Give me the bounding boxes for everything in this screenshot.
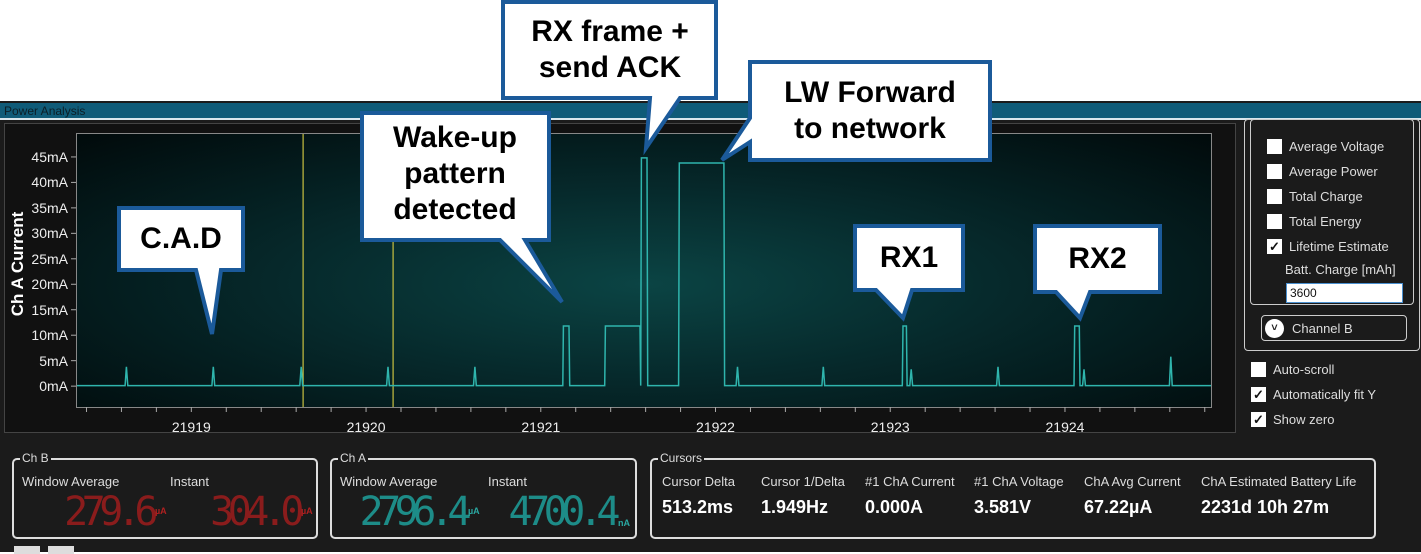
- check-icon[interactable]: ✓: [1267, 239, 1282, 254]
- ch-a-avg-label: Window Average: [340, 474, 438, 489]
- checkbox-average-voltage[interactable]: Average Voltage: [1267, 139, 1384, 154]
- checkbox-label: Automatically fit Y: [1273, 387, 1377, 402]
- cursor-inv-delta-value: 1.949Hz: [761, 497, 829, 517]
- y-tick-label: 40mA: [31, 174, 68, 191]
- ch-a-avg-unit: µA: [468, 506, 480, 516]
- cursors-panel: Cursors Cursor Delta 513.2ms Cursor 1/De…: [650, 450, 1376, 539]
- callout-rxframe: RX frame + send ACK: [531, 15, 689, 84]
- cursors-title: Cursors: [658, 450, 705, 466]
- checkbox-total-energy[interactable]: Total Energy: [1267, 214, 1361, 229]
- cha-current-value: 0.000A: [865, 497, 924, 517]
- x-tick-label: 21924: [1045, 419, 1085, 435]
- callout-cad-shape: [117, 206, 245, 335]
- checkbox-box[interactable]: [1267, 214, 1282, 229]
- channel-b-label: Channel B: [1292, 320, 1353, 336]
- y-tick-label: 20mA: [31, 276, 68, 293]
- ch-b-avg-value: 279.6: [64, 489, 158, 535]
- check-icon[interactable]: ✓: [1251, 387, 1266, 402]
- checkbox-label: Lifetime Estimate: [1289, 239, 1389, 254]
- settings-group-inner: [1250, 119, 1414, 305]
- ch-b-inst-label: Instant: [170, 474, 210, 489]
- y-tick-label: 10mA: [31, 327, 68, 344]
- ch-b-inst-unit: µA: [301, 506, 313, 516]
- y-tick-label: 25mA: [31, 250, 68, 267]
- y-tick-label: 45mA: [31, 148, 68, 165]
- y-tick-label: 15mA: [31, 301, 68, 318]
- plot-area[interactable]: [76, 133, 1212, 408]
- y-tick-label: 30mA: [31, 225, 68, 242]
- checkbox-total-charge[interactable]: Total Charge: [1267, 189, 1363, 204]
- ch-a-inst-unit: nA: [618, 518, 630, 528]
- x-tick-label: 21920: [346, 419, 386, 435]
- cursor-delta-value: 513.2ms: [662, 497, 734, 517]
- callout-rx1: RX1: [879, 241, 939, 274]
- battery-life-value: 2231d 10h 27m: [1201, 497, 1330, 517]
- callout-lwforward-shape: [720, 60, 992, 162]
- y-tick-label: 35mA: [31, 199, 68, 216]
- y-tick-label: 5mA: [39, 352, 68, 369]
- x-tick-label: 21921: [521, 419, 561, 435]
- callout-wakeup: Wake-up pattern detected: [393, 121, 517, 226]
- ch-a-avg-value: 2796.4: [359, 489, 472, 535]
- checkbox-label: Show zero: [1273, 412, 1335, 427]
- battery-life-label: ChA Estimated Battery Life: [1201, 474, 1357, 489]
- bottom-button-1[interactable]: [14, 546, 40, 554]
- cha-voltage-value: 3.581V: [974, 497, 1032, 517]
- x-tick-label: 21919: [171, 419, 211, 435]
- checkbox-box[interactable]: [1267, 139, 1282, 154]
- checkbox-box[interactable]: [1267, 189, 1282, 204]
- ch-a-inst-value: 4700.4: [508, 489, 621, 535]
- callout-rx2: RX2: [1068, 242, 1127, 275]
- ch-b-avg-label: Window Average: [22, 474, 120, 489]
- checkbox-label: Total Charge: [1289, 189, 1363, 204]
- callout-rx1-shape: [853, 224, 965, 322]
- callout-lwforward: LW Forward to network: [784, 76, 956, 145]
- batt-charge-input[interactable]: 3600: [1286, 283, 1403, 303]
- checkbox-auto-scroll[interactable]: Auto-scroll: [1251, 362, 1334, 377]
- bottom-button-2[interactable]: [48, 546, 74, 554]
- ch-b-avg-unit: µA: [155, 506, 167, 516]
- checkbox-label: Average Voltage: [1289, 139, 1385, 154]
- callout-wakeup-shape: [360, 111, 564, 304]
- cursor-inv-delta-label: Cursor 1/Delta: [761, 474, 845, 489]
- cha-avg-current-label: ChA Avg Current: [1084, 474, 1181, 489]
- window-title: Power Analysis: [0, 103, 1421, 120]
- callout-rx2-shape: [1033, 224, 1162, 322]
- ch-a-inst-label: Instant: [488, 474, 528, 489]
- cha-avg-current-value: 67.22µA: [1084, 497, 1153, 517]
- channel-b-expander[interactable]: ˅ Channel B: [1261, 315, 1407, 341]
- cha-voltage-label: #1 ChA Voltage: [974, 474, 1064, 489]
- checkbox-label: Total Energy: [1289, 214, 1362, 229]
- checkbox-auto-fit-y[interactable]: ✓ Automatically fit Y: [1251, 387, 1376, 402]
- callout-cad: C.A.D: [140, 222, 222, 255]
- ch-b-title: Ch B: [20, 450, 51, 466]
- callout-rxframe-shape: [501, 0, 718, 156]
- checkbox-average-power[interactable]: Average Power: [1267, 164, 1378, 179]
- ch-b-inst-value: 304.0: [210, 489, 304, 535]
- batt-charge-label: Batt. Charge [mAh]: [1285, 262, 1396, 277]
- x-tick-label: 21922: [696, 419, 735, 435]
- check-icon[interactable]: ✓: [1251, 412, 1266, 427]
- trace-line: [77, 157, 1211, 387]
- checkbox-box[interactable]: [1267, 164, 1282, 179]
- x-tick-label: 21923: [870, 419, 910, 435]
- cha-current-label: #1 ChA Current: [865, 474, 955, 489]
- checkbox-lifetime-estimate[interactable]: ✓ Lifetime Estimate: [1267, 239, 1389, 254]
- ch-a-panel: Ch A Window Average Instant 2796.4 µA 47…: [330, 450, 637, 539]
- checkbox-show-zero[interactable]: ✓ Show zero: [1251, 412, 1334, 427]
- right-panel: [1240, 119, 1421, 433]
- checkbox-label: Average Power: [1289, 164, 1378, 179]
- ch-b-panel: Ch B Window Average Instant 279.6 µA 304…: [12, 450, 318, 539]
- ch-a-title: Ch A: [338, 450, 369, 466]
- checkbox-label: Auto-scroll: [1273, 362, 1335, 377]
- y-tick-label: 0mA: [39, 378, 68, 395]
- checkbox-box[interactable]: [1251, 362, 1266, 377]
- chevron-down-icon: ˅: [1265, 318, 1284, 338]
- cursor-delta-label: Cursor Delta: [662, 474, 735, 489]
